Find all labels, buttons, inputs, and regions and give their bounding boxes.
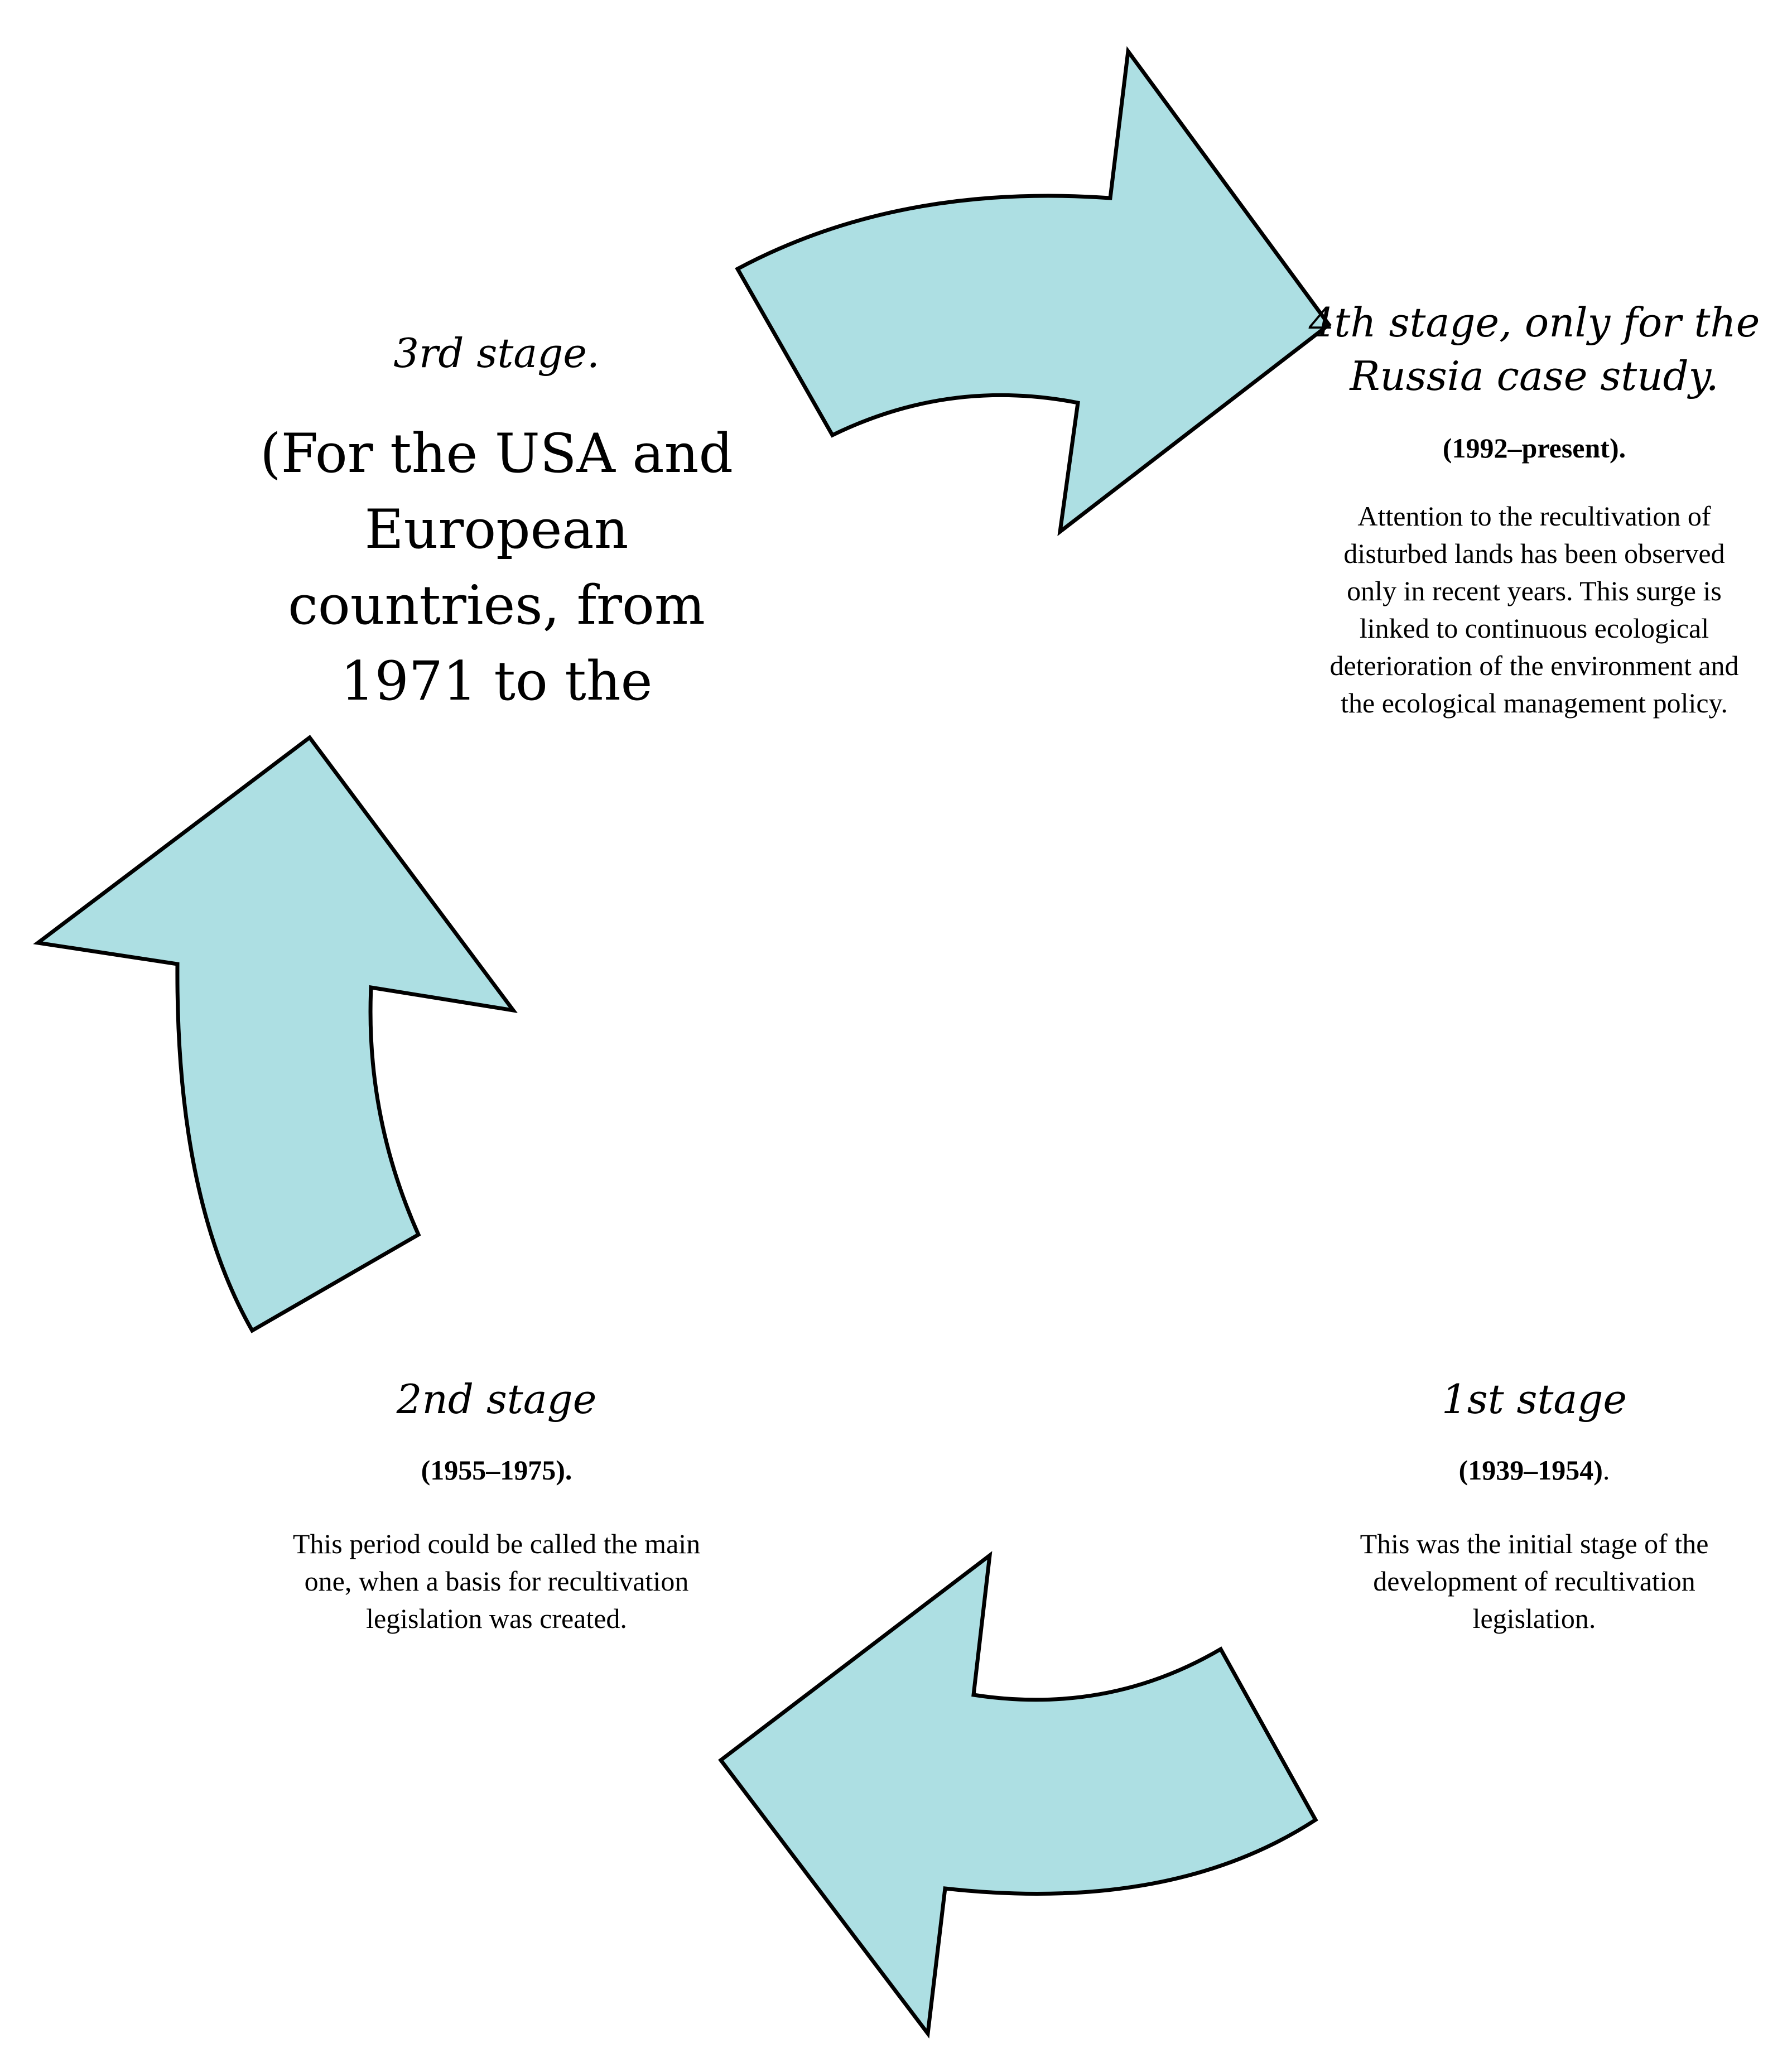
- stage2-years: (1955–1975).: [421, 1454, 572, 1486]
- stage2-description-line: legislation was created.: [366, 1603, 627, 1634]
- stage1-years-line: (1939–1954).: [1283, 1452, 1785, 1488]
- stage2-title: 2nd stage: [396, 1376, 597, 1423]
- stage3-body-line: 1971 to the: [340, 650, 653, 712]
- stage4-description-line: only in recent years. This surge is: [1347, 575, 1722, 606]
- stage4-description: Attention to the recultivation of distur…: [1283, 498, 1785, 722]
- stage1-years: (1939–1954): [1458, 1454, 1603, 1486]
- stage1-description-line: legislation.: [1472, 1603, 1596, 1634]
- stage3-body: (For the USA and European countries, fro…: [218, 416, 775, 719]
- stage1-block: 1st stage (1939–1954). This was the init…: [1283, 1372, 1785, 1637]
- stage4-description-line: linked to continuous ecological: [1359, 613, 1709, 644]
- stage4-title-line: Russia case study.: [1350, 353, 1719, 399]
- stage3-body-line: European: [364, 498, 629, 561]
- arrow-left: [33, 735, 518, 1333]
- stage4-description-line: Attention to the recultivation of: [1357, 500, 1711, 532]
- stage1-description: This was the initial stage of the develo…: [1283, 1525, 1785, 1637]
- stage3-block: 3rd stage. (For the USA and European cou…: [218, 326, 775, 719]
- stage4-description-line: deterioration of the environment and: [1329, 650, 1739, 681]
- stage3-body-line: countries, from: [288, 574, 705, 637]
- stage4-description-line: the ecological management policy.: [1341, 687, 1728, 719]
- stage2-description-line: one, when a basis for recultivation: [304, 1565, 689, 1597]
- stage1-years-suffix: .: [1602, 1454, 1610, 1486]
- stage2-block: 2nd stage (1955–1975). This period could…: [218, 1372, 775, 1637]
- stage1-description-line: This was the initial stage of the: [1360, 1528, 1709, 1559]
- stage4-title: 4th stage, only for the Russia case stud…: [1283, 296, 1785, 403]
- stage1-title: 1st stage: [1441, 1376, 1627, 1423]
- stage2-description-line: This period could be called the main: [292, 1528, 701, 1559]
- stage3-title: 3rd stage.: [393, 330, 600, 377]
- stage4-years: (1992–present).: [1442, 432, 1626, 464]
- stage3-body-line: (For the USA and: [260, 422, 733, 485]
- stage4-title-line: 4th stage, only for the: [1308, 299, 1760, 346]
- arrow-top: [735, 46, 1332, 536]
- arrow-bottom: [718, 1551, 1318, 2039]
- stage2-description: This period could be called the main one…: [218, 1525, 775, 1637]
- stage4-block: 4th stage, only for the Russia case stud…: [1283, 296, 1785, 722]
- stage4-description-line: disturbed lands has been observed: [1343, 538, 1725, 569]
- stage1-description-line: development of recultivation: [1373, 1565, 1695, 1597]
